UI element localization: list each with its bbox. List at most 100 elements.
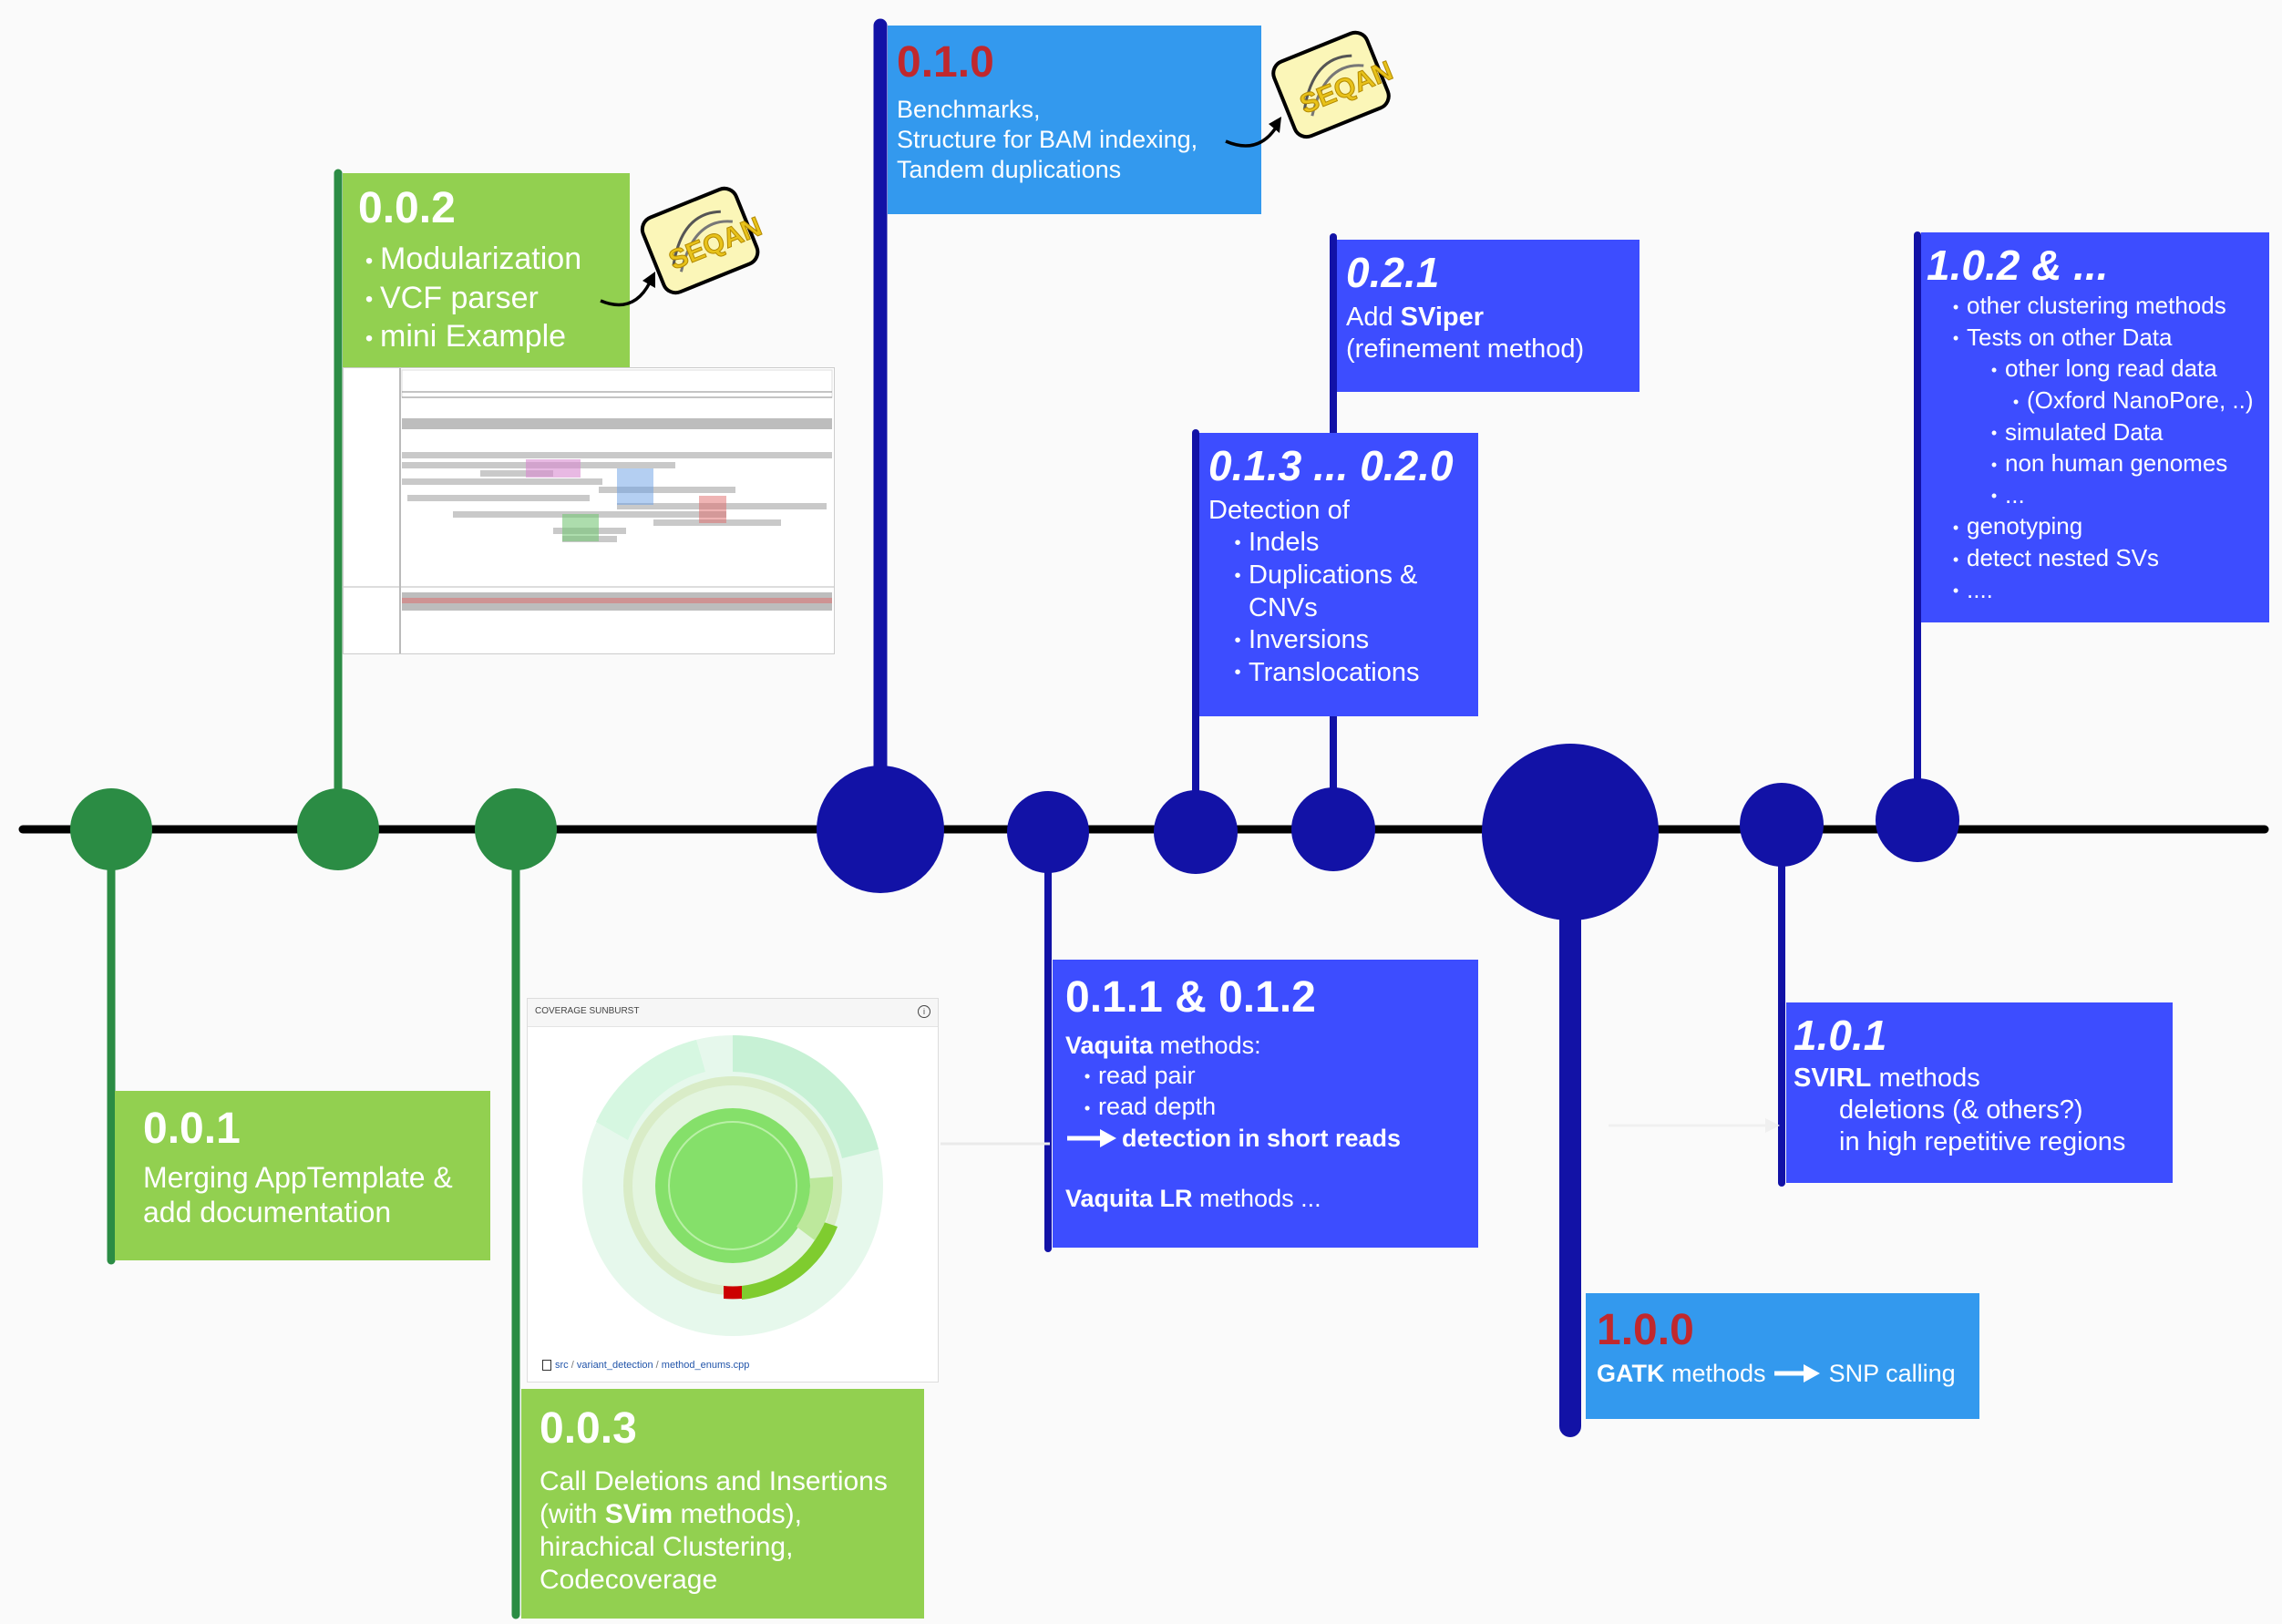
milestone-101-text: SVIRL methods deletions (& others?) in h… [1794, 1063, 2173, 1158]
milestone-013-box: 0.1.3 ... 0.2.0 Detection of Indels Dupl… [1199, 433, 1478, 716]
curved-arrow-icon [600, 282, 652, 307]
milestone-013-item: Translocations [1227, 657, 1478, 690]
milestone-021-line-1: Add SViper [1346, 302, 1640, 334]
info-icon[interactable]: i [918, 1005, 930, 1018]
marker-010 [817, 766, 944, 893]
marker-013 [1154, 790, 1238, 874]
milestone-011-list: read pair read depth [1065, 1061, 1478, 1124]
file-icon [542, 1360, 551, 1371]
milestone-021-line-2: (refinement method) [1346, 334, 1585, 364]
milestone-001-version: 0.0.1 [143, 1105, 241, 1153]
milestone-002-item: Modularization [358, 241, 630, 280]
coverage-panel-title: COVERAGE SUNBURST [535, 1006, 640, 1016]
coverage-panel-header: COVERAGE SUNBURST i [528, 999, 938, 1027]
milestone-102-box: 1.0.2 & ... other clustering methods Tes… [1921, 232, 2269, 622]
milestone-013-item: Duplications & [1227, 560, 1478, 592]
path-src[interactable]: src [555, 1359, 569, 1371]
milestone-010-line: Tandem duplications [897, 156, 1122, 183]
vaquita-label: Vaquita [1065, 1032, 1154, 1059]
svirl-suffix: methods [1871, 1064, 1980, 1093]
milestone-021-version: 0.2.1 [1346, 249, 1440, 296]
milestone-102-item: detect nested SVs [1945, 543, 2269, 575]
milestone-003-line-4: Codecoverage [540, 1565, 718, 1595]
path-dir[interactable]: variant_detection [576, 1359, 653, 1371]
marker-003 [475, 788, 557, 870]
milestone-002-box: 0.0.2 Modularization VCF parser mini Exa… [343, 173, 630, 367]
milestone-013-item: Inversions [1227, 624, 1478, 657]
seqan-logo: SEQAN [1225, 30, 1398, 148]
milestone-010-line: Structure for BAM indexing, [897, 126, 1198, 153]
milestone-102-subitem: (Oxford NanoPore, ..) [1983, 385, 2269, 417]
milestone-011-item: read depth [1076, 1092, 1478, 1123]
seqan-logo: SEQAN [600, 186, 766, 307]
milestone-013-text: Detection of Indels Duplications & CNVs … [1208, 495, 1478, 689]
milestone-013-item: CNVs [1249, 592, 1318, 622]
coverage-link-line [941, 1142, 1050, 1146]
milestone-002-version: 0.0.2 [358, 184, 456, 232]
milestone-001-line-1: Merging AppTemplate & [143, 1161, 453, 1194]
gatk-line: GATK methods SNP calling [1597, 1359, 1979, 1389]
milestone-100-box: 1.0.0 GATK methods SNP calling [1586, 1293, 1979, 1419]
milestone-003-line-2-suffix: methods), [673, 1499, 802, 1529]
milestone-002-item: mini Example [358, 318, 630, 357]
milestone-003-line-2-prefix: (with [540, 1499, 605, 1529]
milestone-021-text: Add SViper (refinement method) [1346, 302, 1640, 365]
milestone-013-heading: Detection of [1208, 496, 1350, 525]
milestone-010-version: 0.1.0 [897, 38, 994, 87]
milestone-011-version: 0.1.1 & 0.1.2 [1065, 973, 1316, 1022]
milestone-011-item: read pair [1076, 1061, 1478, 1092]
milestone-010-box: 0.1.0 Benchmarks, Structure for BAM inde… [888, 26, 1261, 214]
path-file[interactable]: method_enums.cpp [661, 1359, 750, 1371]
milestone-021-box: 0.2.1 Add SViper (refinement method) [1337, 240, 1640, 392]
right-arrow-icon [1067, 1128, 1116, 1147]
snp-calling-text: SNP calling [1828, 1360, 1956, 1387]
milestone-102-subitem: other long read data [1983, 354, 2269, 385]
marker-021 [1291, 787, 1375, 871]
milestone-011-text: Vaquita methods: read pair read depth de… [1065, 1031, 1478, 1214]
vaquita-suffix: methods: [1153, 1032, 1261, 1059]
genome-browser-image [344, 368, 834, 653]
milestone-102-subitem: simulated Data [1983, 417, 2269, 449]
path-sep: / [568, 1359, 577, 1371]
genome-browser-thumbnail [343, 367, 835, 654]
milestone-102-item: .... [1945, 575, 2269, 607]
milestone-102-text: other clustering methods Tests on other … [1927, 291, 2269, 606]
milestone-100-version: 1.0.0 [1597, 1306, 1694, 1354]
milestone-003-line-3: hirachical Clustering, [540, 1532, 794, 1562]
milestone-003-line-1: Call Deletions and Insertions [540, 1466, 888, 1496]
sviper-label: SViper [1400, 303, 1485, 332]
milestone-010-line: Benchmarks, [897, 96, 1041, 123]
milestone-102-item: Tests on other Data [1945, 323, 2269, 355]
vaquita-lr-label: Vaquita LR [1065, 1184, 1193, 1212]
milestone-001-box: 0.0.1 Merging AppTemplate & add document… [115, 1091, 490, 1260]
path-sep: / [653, 1359, 662, 1371]
gatk-label: GATK [1597, 1360, 1665, 1387]
marker-102 [1876, 778, 1959, 862]
vaquita-lr-suffix: methods ... [1192, 1184, 1321, 1212]
svirl-label: SVIRL [1794, 1064, 1872, 1093]
curved-arrow-icon [1225, 127, 1278, 148]
milestone-102-item: genotyping [1945, 511, 2269, 543]
marker-100 [1482, 744, 1659, 920]
coverage-sunburst-chart [582, 1035, 883, 1336]
short-reads-line: detection in short reads [1065, 1124, 1478, 1154]
milestone-102-list-2: genotyping detect nested SVs .... [1927, 511, 2269, 606]
milestone-003-text: Call Deletions and Insertions (with SVim… [540, 1465, 924, 1597]
milestone-102-item: other clustering methods [1945, 291, 2269, 323]
faint-arrow [1609, 1118, 1780, 1133]
milestone-101-version: 1.0.1 [1794, 1012, 1887, 1059]
milestone-102-list: other clustering methods Tests on other … [1927, 291, 2269, 354]
milestone-013-item: Indels [1227, 527, 1478, 560]
right-arrow-icon [1774, 1364, 1821, 1382]
milestone-003-line-2: (with SVim methods), [540, 1498, 924, 1531]
milestone-101-line-3: in high repetitive regions [1839, 1127, 2126, 1156]
short-reads-text: detection in short reads [1122, 1124, 1402, 1152]
milestone-013-version: 0.1.3 ... 0.2.0 [1208, 442, 1454, 489]
milestone-003-box: 0.0.3 Call Deletions and Insertions (wit… [521, 1389, 924, 1619]
marker-001 [70, 788, 152, 870]
gatk-suffix: methods [1664, 1360, 1766, 1387]
milestone-011-box: 0.1.1 & 0.1.2 Vaquita methods: read pair… [1053, 960, 1478, 1248]
milestone-102-sublist: other long read data (Oxford NanoPore, .… [1927, 354, 2269, 511]
milestone-001-line-2: add documentation [143, 1196, 392, 1228]
